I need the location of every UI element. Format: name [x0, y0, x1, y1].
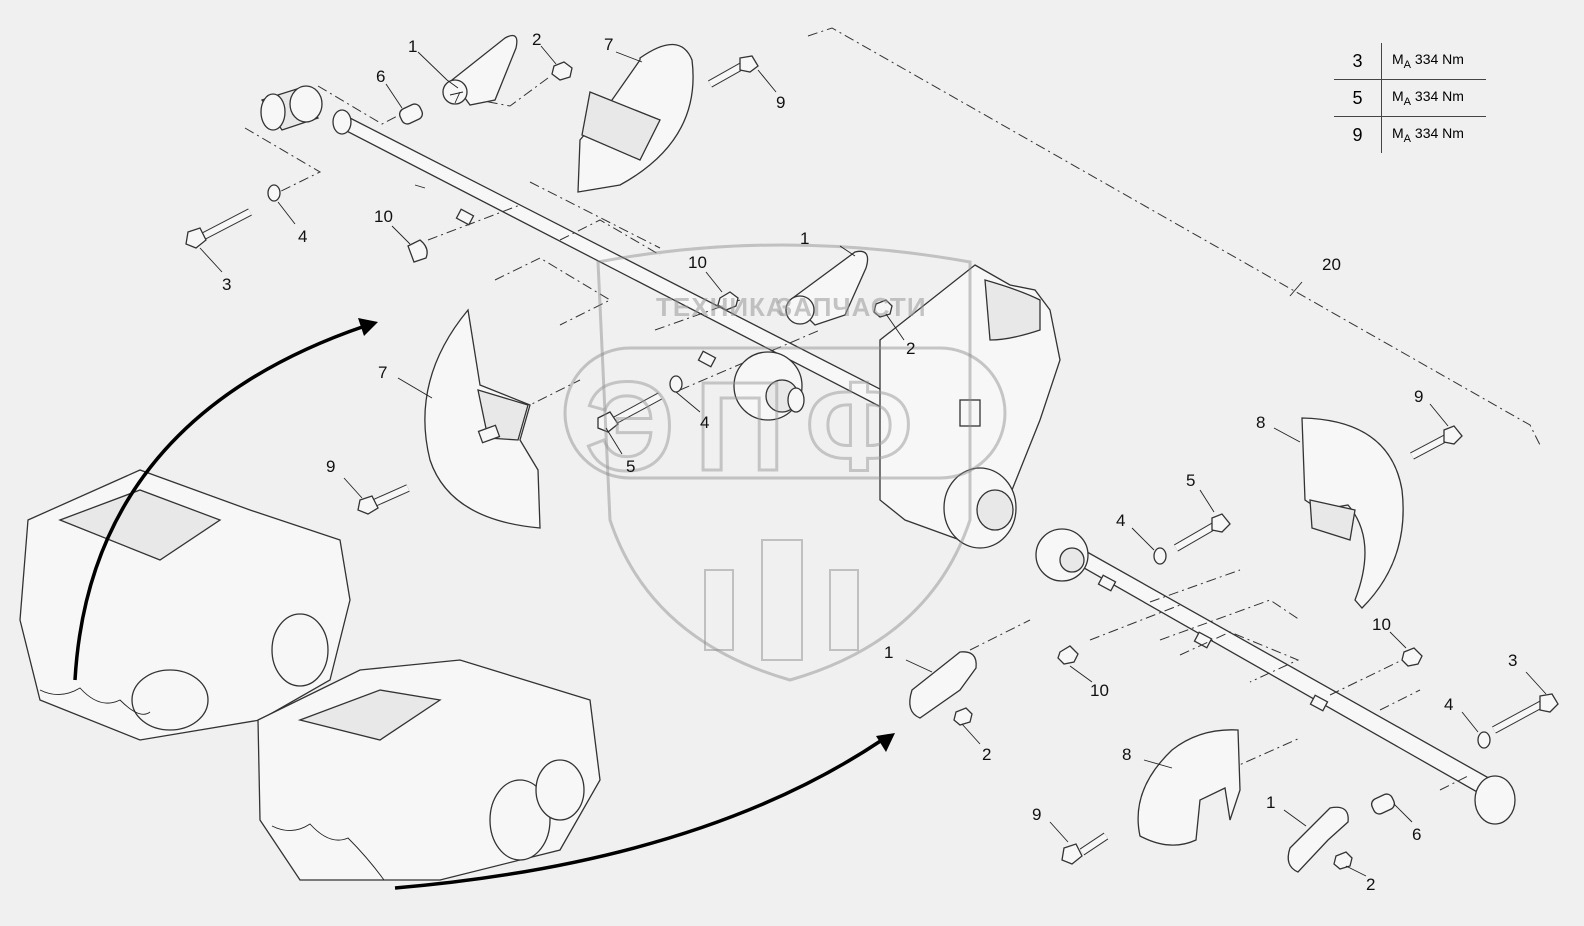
- callout-4: 4: [1444, 695, 1453, 714]
- arrowhead-lower: [876, 733, 895, 752]
- pin-upper: [398, 103, 424, 125]
- torque-value-cell: MA 334 Nm: [1392, 88, 1464, 108]
- paddle-right-b: [1137, 729, 1241, 846]
- callout-7: 7: [378, 363, 387, 382]
- watermark-text-left: ТЕХНИКА: [656, 292, 786, 322]
- torque-row: 5 MA 334 Nm: [1334, 80, 1486, 117]
- torque-row: 3 MA 334 Nm: [1334, 43, 1486, 80]
- callout-10: 10: [1090, 681, 1109, 700]
- callout-5: 5: [1186, 471, 1195, 490]
- pin-lower: [1370, 793, 1396, 815]
- bolt-right-c: [1492, 693, 1559, 734]
- callout-5: 5: [626, 457, 635, 476]
- callout-9: 9: [326, 457, 335, 476]
- washer-right-a: [1153, 547, 1167, 565]
- upper-shaft: [260, 85, 962, 441]
- tooth-part-lower-b: [1287, 806, 1349, 873]
- lower-shaft-bushing: [1474, 775, 1516, 825]
- callout-4: 4: [1116, 511, 1125, 530]
- watermark-logo-letters: ЭПФ: [585, 356, 933, 497]
- paddle-middle: [424, 308, 541, 529]
- assembly-outline: [807, 27, 1541, 446]
- nut-center: [873, 299, 893, 318]
- reference-arrow-upper: [73, 324, 366, 681]
- callout-3: 3: [1508, 651, 1517, 670]
- arrowhead-upper: [358, 318, 378, 336]
- bolt-right-a: [1410, 425, 1463, 460]
- callout-9: 9: [1414, 387, 1423, 406]
- bolt-middle-b: [597, 392, 662, 433]
- callout-6: 6: [1412, 825, 1421, 844]
- callout-1: 1: [800, 229, 809, 248]
- leader-20: [1289, 281, 1303, 297]
- callout-1: 1: [1266, 793, 1275, 812]
- nut-lower-a: [953, 707, 973, 726]
- watermark-text-right: ЗАПЧАСТИ: [776, 292, 927, 322]
- callout-2: 2: [1366, 875, 1375, 894]
- torque-position: 5: [1334, 80, 1382, 116]
- paddle-right-a: [1301, 417, 1404, 609]
- callout-20: 20: [1322, 255, 1341, 274]
- callout-10: 10: [374, 207, 393, 226]
- cap-nut-upper-a: [407, 239, 428, 263]
- tooth-part-center: [785, 250, 869, 326]
- callout-3: 3: [222, 275, 231, 294]
- washer-right-b: [1477, 731, 1491, 749]
- torque-value: 334 Nm: [1414, 51, 1464, 68]
- cap-nut-right-b: [1057, 645, 1079, 665]
- paver-machine-left: [19, 469, 351, 741]
- gearbox-frame: [879, 264, 1061, 549]
- callout-9: 9: [776, 93, 785, 112]
- callout-4: 4: [298, 227, 307, 246]
- callout-2: 2: [906, 339, 915, 358]
- paver-machine-right: [257, 659, 601, 881]
- callout-4: 4: [700, 413, 709, 432]
- callout-1: 1: [884, 643, 893, 662]
- torque-value-cell: MA 334 Nm: [1392, 51, 1464, 71]
- callout-10: 10: [688, 253, 707, 272]
- torque-table: 3 MA 334 Nm 5 MA 334 Nm 9 MA 334 Nm: [1334, 43, 1486, 153]
- sprocket-upper: [733, 351, 805, 421]
- torque-value: 334 Nm: [1414, 88, 1464, 105]
- callout-1: 1: [408, 37, 417, 56]
- callout-9: 9: [1032, 805, 1041, 824]
- tooth-part-lower-a: [909, 651, 977, 719]
- bolt-upper-a: [708, 55, 759, 88]
- callout-7: 7: [604, 35, 613, 54]
- bolt-right-d: [1061, 832, 1109, 865]
- tooth-part-upper-a: [442, 34, 518, 106]
- torque-position: 9: [1334, 117, 1382, 153]
- bolt-middle-a: [357, 484, 410, 515]
- bolt-right-b: [1173, 513, 1231, 552]
- upper-shaft-bushing: [289, 85, 323, 123]
- upper-assembly-lines: [244, 77, 821, 411]
- callout-2: 2: [982, 745, 991, 764]
- callout-6: 6: [376, 67, 385, 86]
- watermark-grain-icon: [704, 539, 859, 661]
- reference-arrow-lower: [394, 738, 883, 890]
- lower-right-shaft: [1035, 528, 1516, 825]
- torque-value: 334 Nm: [1414, 125, 1464, 142]
- cap-nut-center: [717, 291, 739, 311]
- nut-lower-b: [1333, 851, 1353, 870]
- callout-leaders: [199, 45, 1547, 877]
- callout-labels: 1 2 7 9 6 4 3 10 10 1 2 7 4 5 9 20 8 9 5…: [222, 30, 1517, 894]
- bolt-upper-b: [185, 208, 252, 249]
- cap-nut-right-a: [1401, 647, 1423, 667]
- lower-assembly-lines: [969, 569, 1471, 791]
- callout-8: 8: [1122, 745, 1131, 764]
- washer-upper-a: [267, 184, 281, 202]
- nut-upper-a: [551, 61, 573, 81]
- paddle-upper-a: [577, 43, 694, 193]
- torque-row: 9 MA 334 Nm: [1334, 117, 1486, 153]
- watermark-logo: ТЕХНИКА ЗАПЧАСТИ ЭПФ: [563, 243, 1007, 682]
- callout-10: 10: [1372, 615, 1391, 634]
- torque-value-cell: MA 334 Nm: [1392, 125, 1464, 145]
- callout-8: 8: [1256, 413, 1265, 432]
- callout-2: 2: [532, 30, 541, 49]
- torque-position: 3: [1334, 43, 1382, 79]
